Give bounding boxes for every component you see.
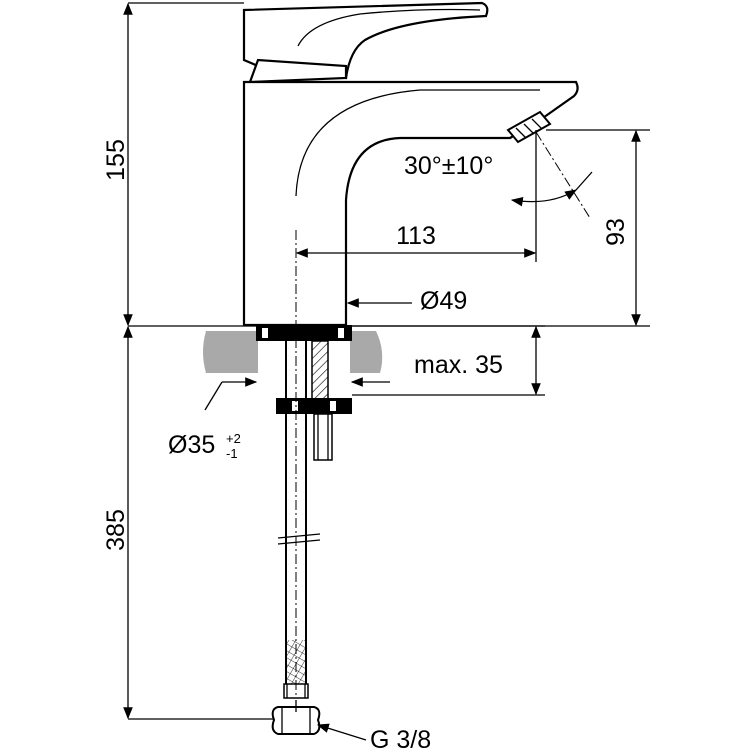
lever-handle xyxy=(242,1,489,84)
hose-nut xyxy=(271,700,321,735)
fixing-assembly xyxy=(276,340,352,461)
dim-angle-label: 30°±10° xyxy=(404,152,493,180)
dimension-lines xyxy=(123,2,641,741)
dim-diameter-49-label: Ø49 xyxy=(420,287,467,315)
dim-diameter-35-tol-minus: -1 xyxy=(226,446,238,461)
dim-max-35-label: max. 35 xyxy=(414,351,503,379)
dim-diameter-35-tol-plus: +2 xyxy=(226,431,241,446)
dim-diameter-35-label: Ø35 xyxy=(168,431,215,459)
dim-155-label: 155 xyxy=(102,139,130,181)
dim-93-label: 93 xyxy=(602,218,630,246)
dim-385-label: 385 xyxy=(102,509,130,551)
base-ring xyxy=(256,325,352,341)
tap-body xyxy=(242,80,579,327)
spout-axis-line xyxy=(535,131,591,219)
dim-113-label: 113 xyxy=(396,222,436,250)
dim-thread-label: G 3/8 xyxy=(370,726,431,750)
countertop xyxy=(128,325,650,373)
